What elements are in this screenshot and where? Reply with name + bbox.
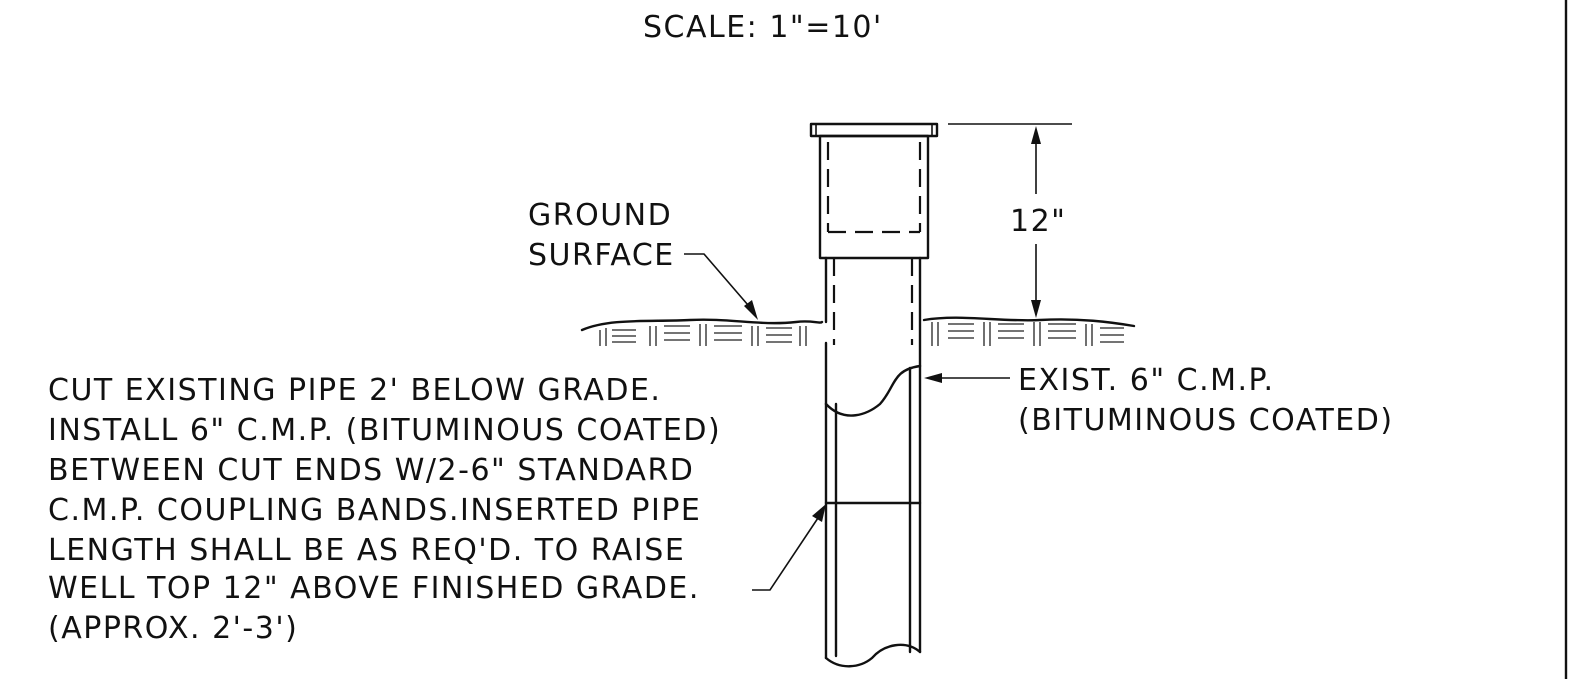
instruction-note: CUT EXISTING PIPE 2' BELOW GRADE. INSTAL… xyxy=(48,373,721,646)
note-line-7: (APPROX. 2'-3') xyxy=(48,611,298,646)
note-line-5: LENGTH SHALL BE AS REQ'D. TO RAISE xyxy=(48,533,685,568)
note-line-6: WELL TOP 12" ABOVE FINISHED GRADE. xyxy=(48,571,700,606)
existing-pipe-leader-arrow xyxy=(924,373,1010,383)
ground-leader-arrow xyxy=(684,253,758,320)
dimension-label: 12" xyxy=(1010,204,1066,239)
pipe-body xyxy=(824,256,922,668)
ground-label-line-1: GROUND xyxy=(528,198,672,233)
note-line-3: BETWEEN CUT ENDS W/2-6" STANDARD xyxy=(48,453,694,488)
scale-label: SCALE: 1"=10' xyxy=(643,10,883,45)
pipe-cap xyxy=(809,122,939,260)
height-dimension xyxy=(948,123,1072,318)
existing-pipe-label-line-2: (BITUMINOUS COATED) xyxy=(1018,403,1394,438)
note-line-4: C.M.P. COUPLING BANDS.INSERTED PIPE xyxy=(48,493,701,528)
note-line-1: CUT EXISTING PIPE 2' BELOW GRADE. xyxy=(48,373,661,408)
ground-surface xyxy=(580,316,1136,346)
note-line-2: INSTALL 6" C.M.P. (BITUMINOUS COATED) xyxy=(48,413,721,448)
ground-label-line-2: SURFACE xyxy=(528,238,675,273)
existing-pipe-label-line-1: EXIST. 6" C.M.P. xyxy=(1018,363,1275,398)
note-leader-arrow xyxy=(752,504,826,591)
